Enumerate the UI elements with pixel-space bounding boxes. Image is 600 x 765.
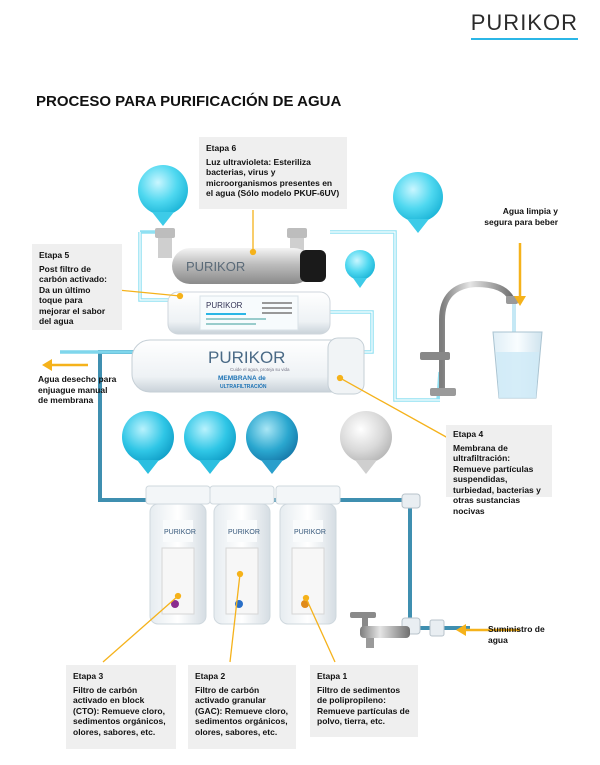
stage4-description: Membrana de ultrafiltración: Remueve par… [453, 442, 541, 516]
brand-name: PURIKOR [470, 10, 578, 35]
uv-brand-label: PURIKOR [186, 259, 245, 274]
stage5-title: Etapa 5 [39, 250, 70, 260]
stage3-title: Etapa 3 [73, 671, 104, 681]
stage1-title: Etapa 1 [317, 671, 348, 681]
filter-housings: PURIKOR PURIKOR PURIKOR [145, 485, 341, 625]
drop-stage1 [246, 411, 298, 463]
water-glass [492, 331, 543, 399]
drop-stage3 [122, 411, 174, 463]
water-drops [122, 165, 443, 474]
light-pipe-outlines [139, 231, 440, 401]
membrane-tagline: Cuide el agua, proteja su vida [230, 367, 290, 372]
housing-stage3: PURIKOR [145, 485, 211, 625]
drop-stage2 [184, 411, 236, 463]
stage6-description: Luz ultravioleta: Esteriliza bacterias, … [206, 156, 340, 199]
membrane-subtext: ULTRAFILTRACIÓN [220, 382, 267, 390]
housing-stage2: PURIKOR [209, 485, 275, 625]
drop-stage6-input [138, 165, 188, 215]
post-filter-brand-label: PURIKOR [206, 301, 243, 310]
arrow-supply [456, 624, 520, 636]
membrane-brand-label: PURIKOR [208, 348, 285, 367]
brand-underline [470, 38, 578, 40]
callout-lines [102, 210, 449, 663]
membrane-text: MEMBRANA de [218, 375, 266, 382]
faucet [420, 280, 518, 396]
drop-stage5 [345, 250, 375, 280]
drop-stage6-output [393, 172, 443, 222]
stage1-box: Etapa 1 Filtro de sedimentos de poliprop… [310, 665, 418, 737]
stage2-description: Filtro de carbón activado granular (GAC)… [195, 684, 289, 737]
stage6-title: Etapa 6 [206, 143, 237, 153]
waste-water-note: Agua desecho para enjuague manual de mem… [38, 374, 117, 405]
stage2-box: Etapa 2 Filtro de carbón activado granul… [188, 665, 296, 749]
uv-lamp: PURIKOR [155, 228, 326, 284]
uf-membrane: PURIKOR Cuide el agua, proteja su vida M… [131, 337, 365, 395]
stage3-description: Filtro de carbón activado en block (CTO)… [73, 684, 166, 737]
supply-valve [350, 612, 410, 648]
housing-stage3-brand: PURIKOR [164, 529, 196, 536]
arrow-clean-water [514, 243, 526, 306]
stage4-box: Etapa 4 Membrana de ultrafiltración: Rem… [446, 425, 552, 516]
drop-raw-water [340, 411, 392, 463]
post-carbon-filter: PURIKOR [167, 291, 331, 335]
stage5-box: Etapa 5 Post filtro de carbón activado: … [32, 244, 122, 330]
brand-logo: PURIKOR [470, 10, 578, 40]
stage5-description: Post filtro de carbón activado: Da un úl… [39, 263, 108, 327]
housing-stage2-brand: PURIKOR [228, 529, 260, 536]
stage1-description: Filtro de sedimentos de polipropileno: R… [317, 684, 410, 727]
stage6-box: Etapa 6 Luz ultravioleta: Esteriliza bac… [199, 137, 347, 209]
stage3-box: Etapa 3 Filtro de carbón activado en blo… [66, 665, 176, 749]
arrow-waste-water [42, 359, 88, 371]
clean-water-note: Agua limpia y segura para beber [484, 206, 558, 227]
stage2-title: Etapa 2 [195, 671, 226, 681]
supply-note: Suministro de agua [488, 624, 545, 645]
housing-stage1-brand: PURIKOR [294, 529, 326, 536]
stage4-title: Etapa 4 [453, 429, 484, 439]
page-title: PROCESO PARA PURIFICACIÓN DE AGUA [36, 93, 342, 110]
